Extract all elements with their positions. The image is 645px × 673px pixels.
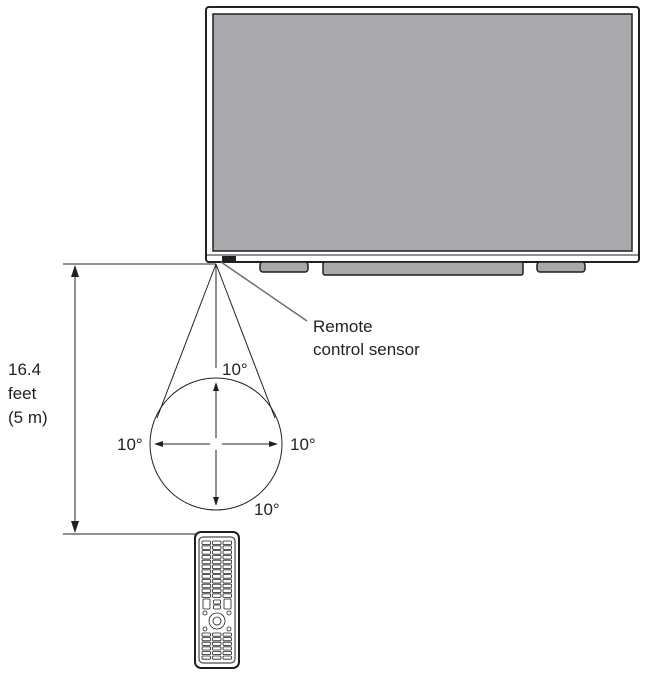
remote-button bbox=[202, 626, 208, 632]
remote-button bbox=[222, 651, 232, 656]
remote-button bbox=[212, 569, 222, 574]
remote-button bbox=[213, 599, 221, 605]
remote-button bbox=[222, 574, 232, 579]
remote-button bbox=[212, 579, 222, 584]
right-foot bbox=[536, 261, 586, 273]
remote-button bbox=[212, 646, 222, 651]
remote-button bbox=[213, 604, 221, 610]
remote-button bbox=[212, 555, 222, 560]
remote-volume-key bbox=[202, 598, 211, 610]
remote-channel-key bbox=[223, 598, 232, 610]
remote-button bbox=[222, 641, 232, 646]
remote-button bbox=[212, 641, 222, 646]
remote-button bbox=[212, 583, 222, 589]
remote-button bbox=[212, 588, 222, 593]
remote-button bbox=[201, 579, 211, 584]
remote-button bbox=[212, 655, 222, 660]
remote-button bbox=[201, 641, 211, 646]
remote-button bbox=[201, 583, 211, 589]
remote-button bbox=[212, 593, 222, 598]
reception-cone bbox=[149, 263, 283, 511]
remote-button bbox=[212, 574, 222, 579]
remote-button bbox=[222, 545, 232, 550]
remote-button bbox=[212, 564, 222, 569]
remote-button bbox=[222, 540, 232, 545]
remote-button bbox=[201, 637, 211, 642]
remote-control-sensor-window bbox=[222, 256, 236, 262]
remote-button bbox=[201, 545, 211, 550]
remote-button bbox=[212, 637, 222, 642]
center-stand bbox=[322, 261, 524, 276]
distance-label-line3: (5 m) bbox=[8, 408, 48, 427]
distance-arrow-down bbox=[71, 521, 79, 533]
remote-button bbox=[201, 593, 211, 598]
remote-button bbox=[201, 564, 211, 569]
left-foot bbox=[259, 261, 309, 273]
remote-button bbox=[222, 555, 232, 560]
remote-button bbox=[201, 555, 211, 560]
remote-button bbox=[201, 550, 211, 555]
remote-button bbox=[201, 655, 211, 660]
remote-ok-button bbox=[212, 616, 222, 626]
remote-button bbox=[201, 574, 211, 579]
display-monitor bbox=[205, 6, 640, 276]
sensor-label-line2: control sensor bbox=[313, 340, 420, 359]
remote-button bbox=[201, 559, 211, 565]
remote-button bbox=[212, 651, 222, 656]
remote-button bbox=[226, 610, 232, 616]
sensor-leader-line bbox=[220, 261, 308, 322]
remote-button bbox=[201, 588, 211, 593]
distance-label-line2: feet bbox=[8, 384, 37, 403]
remote-button bbox=[201, 540, 211, 545]
remote-button bbox=[226, 626, 232, 632]
remote-button bbox=[201, 632, 211, 637]
remote-button bbox=[222, 632, 232, 637]
remote-button bbox=[202, 610, 208, 616]
angle-label-bottom: 10° bbox=[254, 500, 280, 519]
remote-button bbox=[222, 569, 232, 574]
monitor-screen bbox=[212, 13, 633, 252]
remote-button bbox=[222, 646, 232, 651]
reception-circle bbox=[149, 377, 283, 511]
remote-button bbox=[212, 632, 222, 637]
remote-button bbox=[212, 559, 222, 565]
sensor-label-line1: Remote bbox=[313, 317, 373, 336]
distance-dimension bbox=[63, 263, 216, 535]
remote-button bbox=[222, 588, 232, 593]
distance-arrow-up bbox=[71, 265, 79, 277]
remote-button bbox=[222, 655, 232, 660]
remote-button bbox=[222, 637, 232, 642]
remote-button bbox=[222, 564, 232, 569]
remote-button bbox=[212, 550, 222, 555]
remote-control bbox=[194, 531, 240, 669]
remote-button bbox=[222, 579, 232, 584]
remote-button bbox=[212, 540, 222, 545]
remote-button bbox=[201, 646, 211, 651]
remote-button bbox=[222, 550, 232, 555]
remote-button bbox=[222, 593, 232, 598]
angle-arrows bbox=[154, 382, 278, 506]
angle-label-right: 10° bbox=[290, 435, 316, 454]
remote-button bbox=[212, 545, 222, 550]
remote-button bbox=[222, 559, 232, 565]
remote-button bbox=[201, 651, 211, 656]
remote-button bbox=[222, 583, 232, 589]
distance-label-line1: 16.4 bbox=[8, 360, 41, 379]
angle-label-left: 10° bbox=[117, 435, 143, 454]
angle-label-top: 10° bbox=[222, 360, 248, 379]
remote-button bbox=[201, 569, 211, 574]
